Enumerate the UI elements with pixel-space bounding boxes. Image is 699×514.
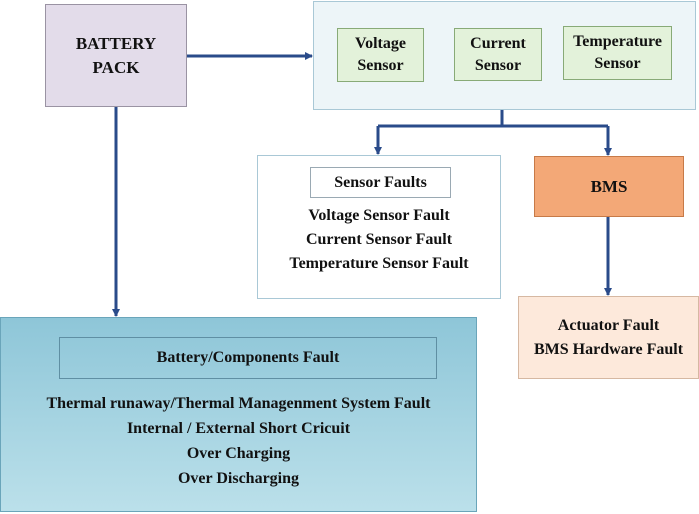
bms-node: BMS bbox=[534, 156, 684, 217]
current-sensor-node: Current Sensor bbox=[454, 28, 542, 81]
battery-fault-item: Thermal runaway/Thermal Managenment Syst… bbox=[46, 395, 431, 412]
sensor-fault-item: Temperature Sensor Fault bbox=[289, 255, 469, 272]
sensor-faults-node: Sensor Faults Voltage Sensor Fault Curre… bbox=[257, 155, 501, 299]
battery-fault-item: Over Charging bbox=[186, 445, 291, 462]
temperature-sensor-line2: Sensor bbox=[594, 55, 641, 72]
current-sensor-line2: Sensor bbox=[474, 56, 522, 74]
bms-faults-node: Actuator Fault BMS Hardware Fault bbox=[518, 296, 699, 379]
battery-fault-item: Internal / External Short Cricuit bbox=[126, 420, 351, 437]
bms-fault-item: BMS Hardware Fault bbox=[533, 340, 684, 358]
temperature-sensor-node: Temperature Sensor bbox=[563, 26, 672, 80]
battery-faults-node: Battery/Components Fault Thermal runaway… bbox=[0, 317, 477, 512]
sensor-fault-item: Current Sensor Fault bbox=[305, 231, 453, 248]
battery-faults-title: Battery/Components Fault bbox=[59, 337, 437, 379]
battery-pack-node: BATTERY PACK bbox=[45, 4, 187, 107]
bms-fault-item: Actuator Fault bbox=[557, 316, 660, 334]
temperature-sensor-line1: Temperature bbox=[573, 33, 662, 50]
voltage-sensor-line1: Voltage bbox=[355, 35, 406, 52]
sensor-group-node: Voltage Sensor Current Sensor Temperatur… bbox=[313, 1, 696, 110]
current-sensor-line1: Current bbox=[470, 34, 526, 52]
voltage-sensor-line2: Sensor bbox=[357, 57, 404, 74]
battery-faults-list: Thermal runaway/Thermal Managenment Syst… bbox=[1, 391, 476, 491]
battery-pack-label-line1: BATTERY bbox=[75, 33, 157, 53]
voltage-sensor-node: Voltage Sensor bbox=[337, 28, 424, 82]
sensor-fault-item: Voltage Sensor Fault bbox=[308, 207, 450, 224]
battery-fault-item: Over Discharging bbox=[177, 470, 300, 487]
battery-pack-label-line2: PACK bbox=[92, 57, 140, 77]
sensor-faults-list: Voltage Sensor Fault Current Sensor Faul… bbox=[258, 204, 500, 276]
sensor-faults-title: Sensor Faults bbox=[310, 167, 451, 198]
